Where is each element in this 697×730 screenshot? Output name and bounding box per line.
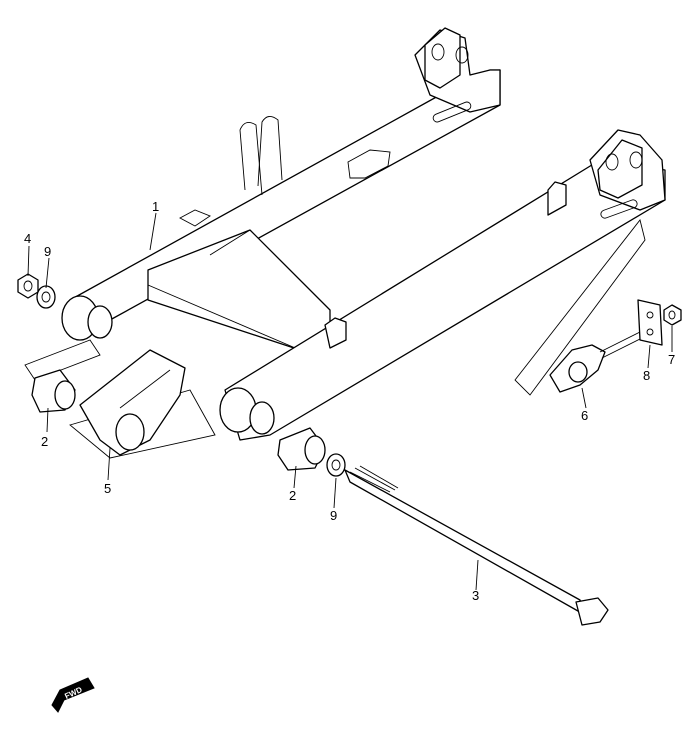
leader-lines [27, 212, 673, 591]
callout-3: 3 [472, 588, 479, 603]
callout-9-left: 9 [44, 244, 51, 259]
chain-guide [79, 349, 186, 456]
callout-7: 7 [668, 352, 675, 367]
bushing-right [277, 427, 326, 471]
fwd-arrow-icon [51, 677, 95, 713]
callout-6: 6 [581, 408, 588, 423]
adjuster-plate [637, 299, 663, 346]
nut-7 [663, 304, 682, 326]
callout-2-right: 2 [289, 488, 296, 503]
callout-4: 4 [24, 231, 31, 246]
washer-9-right [326, 453, 346, 477]
washer-9-left [36, 285, 56, 309]
pivot-shaft [344, 465, 609, 626]
callouts: 1 2 2 3 4 5 6 7 8 9 9 [24, 199, 675, 603]
callout-1: 1 [152, 199, 159, 214]
callout-2-left: 2 [41, 434, 48, 449]
callout-8: 8 [643, 368, 650, 383]
callout-9-right: 9 [330, 508, 337, 523]
fwd-direction-badge: FWD [51, 677, 95, 713]
callout-5: 5 [104, 481, 111, 496]
swingarm [24, 27, 666, 459]
chain-adjuster [549, 331, 643, 393]
bushing-left [31, 369, 76, 413]
nut-4 [17, 273, 39, 299]
